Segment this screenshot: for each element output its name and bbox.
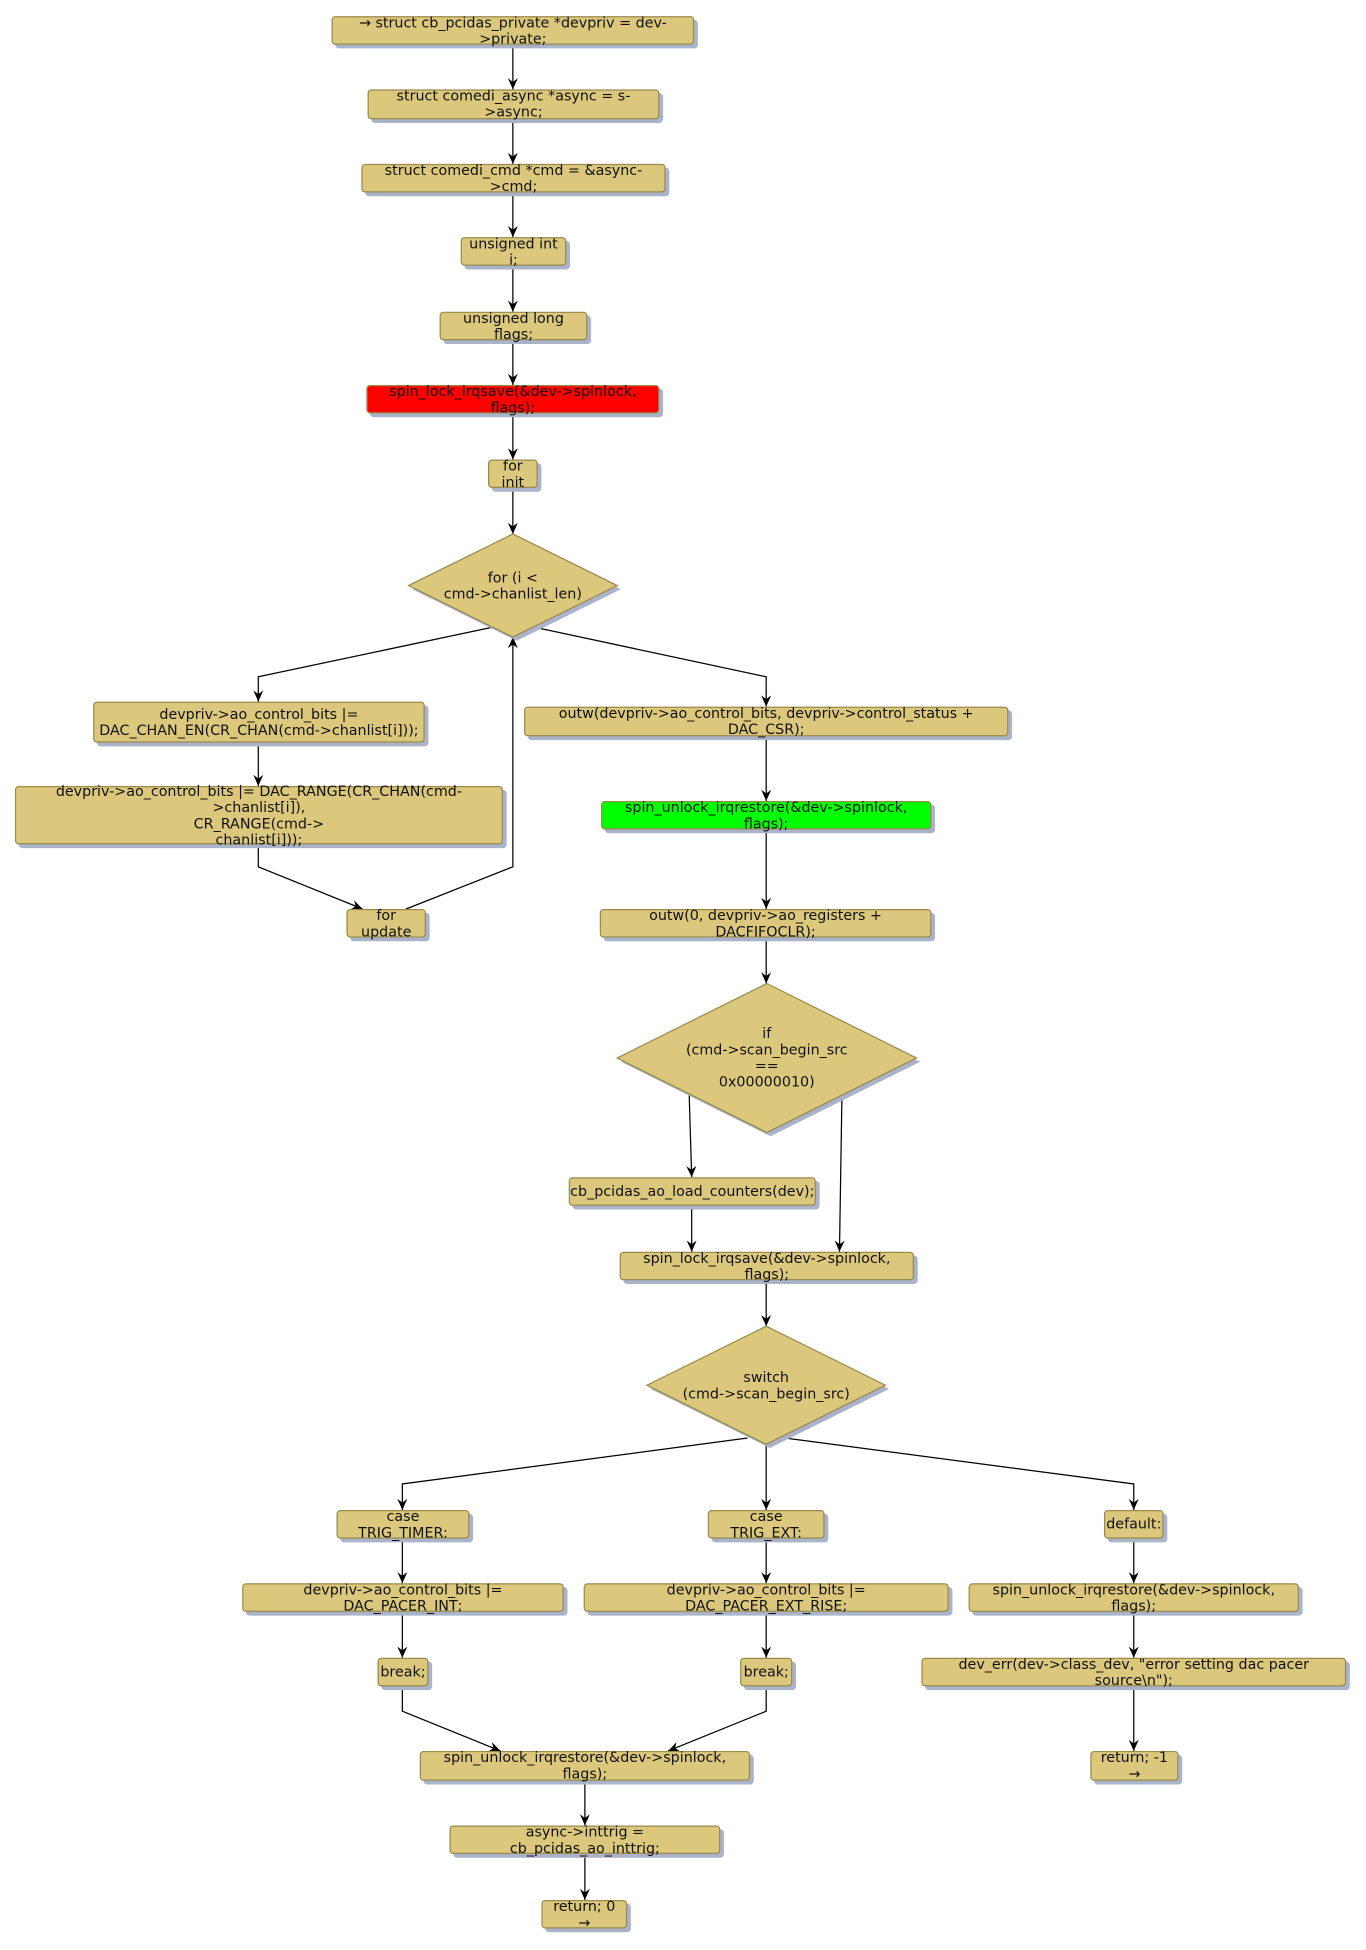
chan-en-node: devpriv->ao_control_bits |= DAC_CHAN_EN(… [93, 701, 425, 743]
condition-label: if (cmd->scan_begin_src == 0x00000010) [685, 1024, 848, 1091]
diamond-shape [407, 533, 621, 641]
edge-arrow [533, 626, 772, 707]
load-counters-node: cb_pcidas_ao_load_counters(dev); [568, 1177, 816, 1206]
edge-arrow [401, 1686, 501, 1752]
pacer-ext-rise-node: devpriv->ao_control_bits |= DAC_PACER_EX… [583, 1581, 949, 1613]
break-timer: break; [377, 1657, 429, 1687]
spin-unlock-default-node: spin_unlock_irqrestore(&dev->spinlock, f… [968, 1581, 1299, 1613]
inttrig-node: async->inttrig = cb_pcidas_ao_inttrig; [449, 1823, 721, 1855]
edge-arrow [667, 1686, 767, 1752]
flags-decl: unsigned long flags; [439, 309, 588, 341]
if-condition: if (cmd->scan_begin_src == 0x00000010) [615, 982, 921, 1137]
edge-arrow [253, 626, 494, 702]
i-decl: unsigned int i; [460, 235, 567, 267]
return-error-node: return; -1 → [1090, 1749, 1179, 1781]
for-update: for update [346, 907, 426, 939]
outw-csr-node: outw(devpriv->ao_control_bits, devpriv->… [524, 705, 1009, 737]
edge-arrow [257, 844, 363, 910]
return-ok-node: return; 0 → [541, 1897, 628, 1930]
edge-arrow [784, 1437, 1139, 1511]
edge-arrow [397, 1437, 748, 1511]
case-trig-ext: case TRIG_EXT: [707, 1508, 825, 1540]
spin-unlock-node: spin_unlock_irqrestore(&dev->spinlock, f… [601, 798, 932, 831]
condition-label: for (i < cmd->chanlist_len) [443, 568, 582, 602]
edge-arrow [405, 637, 518, 910]
break-ext: break; [740, 1657, 793, 1687]
for-condition: for (i < cmd->chanlist_len) [407, 533, 621, 641]
for-init: for init [488, 457, 538, 489]
spin-lock-node: spin_lock_irqsave(&dev->spinlock, flags)… [366, 382, 660, 415]
spin-lock-node-2: spin_lock_irqsave(&dev->spinlock, flags)… [619, 1249, 914, 1282]
edge-arrow [834, 1095, 845, 1252]
diamond-shape [615, 982, 921, 1137]
edge-arrow [686, 1095, 697, 1178]
dev-err-node: dev_err(dev->class_dev, "error setting d… [921, 1655, 1347, 1688]
condition-label: switch (cmd->scan_begin_src) [682, 1367, 850, 1402]
devpriv-decl: → struct cb_pcidas_private *devpriv = de… [331, 14, 695, 46]
switch-condition: switch (cmd->scan_begin_src) [645, 1325, 890, 1448]
case-default: default: [1103, 1510, 1164, 1539]
pacer-int-node: devpriv->ao_control_bits |= DAC_PACER_IN… [242, 1581, 564, 1613]
case-trig-timer: case TRIG_TIMER: [336, 1508, 470, 1540]
diamond-shape [645, 1325, 890, 1448]
async-decl: struct comedi_async *async = s->async; [367, 88, 660, 120]
outw-fifoclr-node: outw(0, devpriv->ao_registers + DACFIFOC… [599, 907, 932, 939]
cmd-decl: struct comedi_cmd *cmd = &async->cmd; [361, 161, 666, 194]
spin-unlock-node-2: spin_unlock_irqrestore(&dev->spinlock, f… [419, 1749, 751, 1781]
dac-range-node: devpriv->ao_control_bits |= DAC_RANGE(CR… [14, 782, 503, 847]
